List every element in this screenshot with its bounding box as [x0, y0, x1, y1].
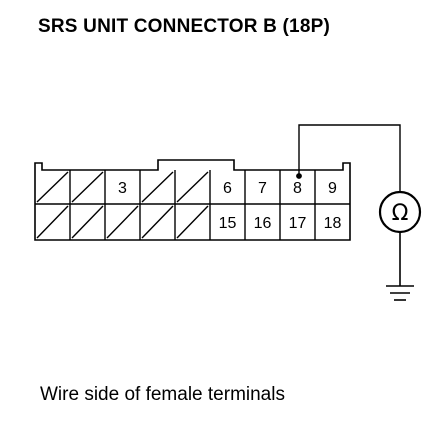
diagram-caption: Wire side of female terminals	[40, 384, 285, 405]
empty-cavity-hatch	[141, 171, 174, 203]
terminal-number: 15	[219, 215, 237, 232]
terminal-number: 17	[289, 215, 307, 232]
empty-cavity-hatch	[176, 171, 209, 203]
empty-cavity-hatch	[36, 171, 69, 203]
empty-cavity-hatch	[71, 205, 104, 239]
empty-cavity-hatch	[141, 205, 174, 239]
empty-cavity-hatch	[176, 205, 209, 239]
terminal-number: 7	[258, 180, 267, 197]
empty-cavity-hatch	[36, 205, 69, 239]
empty-cavity-hatch	[71, 171, 104, 203]
terminal-cells: 3 6 7 8 9 15 16 17 18	[36, 170, 342, 240]
terminal-number: 6	[223, 180, 232, 197]
terminal-number: 8	[293, 180, 302, 197]
diagram-title: SRS UNIT CONNECTOR B (18P)	[38, 16, 330, 37]
empty-cavity-hatch	[106, 205, 139, 239]
terminal-number: 3	[118, 180, 127, 197]
test-lead	[296, 124, 401, 192]
connector-outline	[34, 159, 351, 241]
probe-wire	[298, 124, 401, 192]
ground-icon	[386, 232, 414, 301]
terminal-number: 9	[328, 180, 337, 197]
terminal-number: 16	[254, 215, 272, 232]
terminal-number: 18	[324, 215, 342, 232]
ohmmeter-icon: Ω	[378, 190, 422, 234]
ohm-symbol: Ω	[392, 201, 409, 226]
probe-point	[296, 173, 302, 179]
connector-housing	[34, 159, 351, 241]
